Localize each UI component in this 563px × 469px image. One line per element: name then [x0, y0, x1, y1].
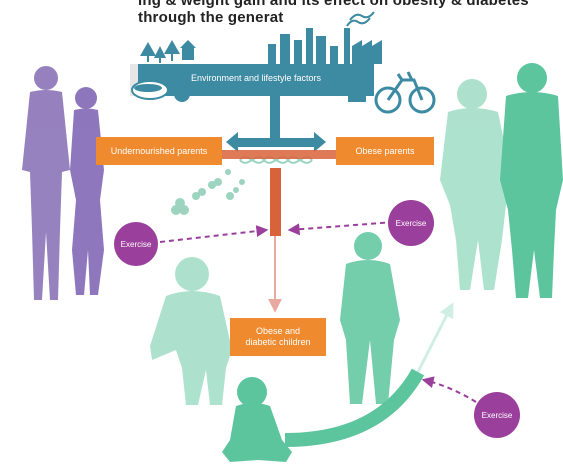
tv-and-bicycle-icons	[345, 71, 436, 114]
food-icons	[131, 79, 190, 102]
environment-bar-label: Environment and lifestyle factors	[190, 73, 322, 83]
exercise-circle-bottom: Exercise	[474, 392, 520, 438]
parents-link-arrow	[226, 132, 326, 152]
inheritance-connector	[218, 150, 336, 236]
obese-parents-silhouettes	[440, 63, 563, 298]
environment-icons	[140, 11, 382, 64]
obese-diabetic-children-box: Obese and diabetic children	[230, 318, 326, 356]
environment-stem	[270, 96, 280, 140]
exercise-circle-left: Exercise	[114, 222, 158, 266]
undernourished-parents-box: Undernourished parents	[96, 137, 222, 165]
exercise-arrow-bottom	[421, 376, 477, 403]
page-title: ing & weight gain and its effect on obes…	[138, 0, 529, 26]
children-box-line1: Obese and	[255, 326, 301, 336]
growth-path-arrow	[416, 302, 454, 373]
undernourished-parents-silhouettes	[22, 66, 104, 300]
exercise-arrow-right	[287, 221, 395, 236]
children-box-line2: diabetic children	[245, 337, 311, 347]
cell-clusters	[171, 169, 245, 215]
dna-strands	[239, 156, 313, 164]
obese-parents-box: Obese parents	[336, 137, 434, 165]
growth-path	[284, 368, 425, 447]
children-silhouettes	[150, 232, 400, 462]
exercise-arrow-left	[159, 225, 269, 243]
exercise-circle-right: Exercise	[388, 200, 434, 246]
